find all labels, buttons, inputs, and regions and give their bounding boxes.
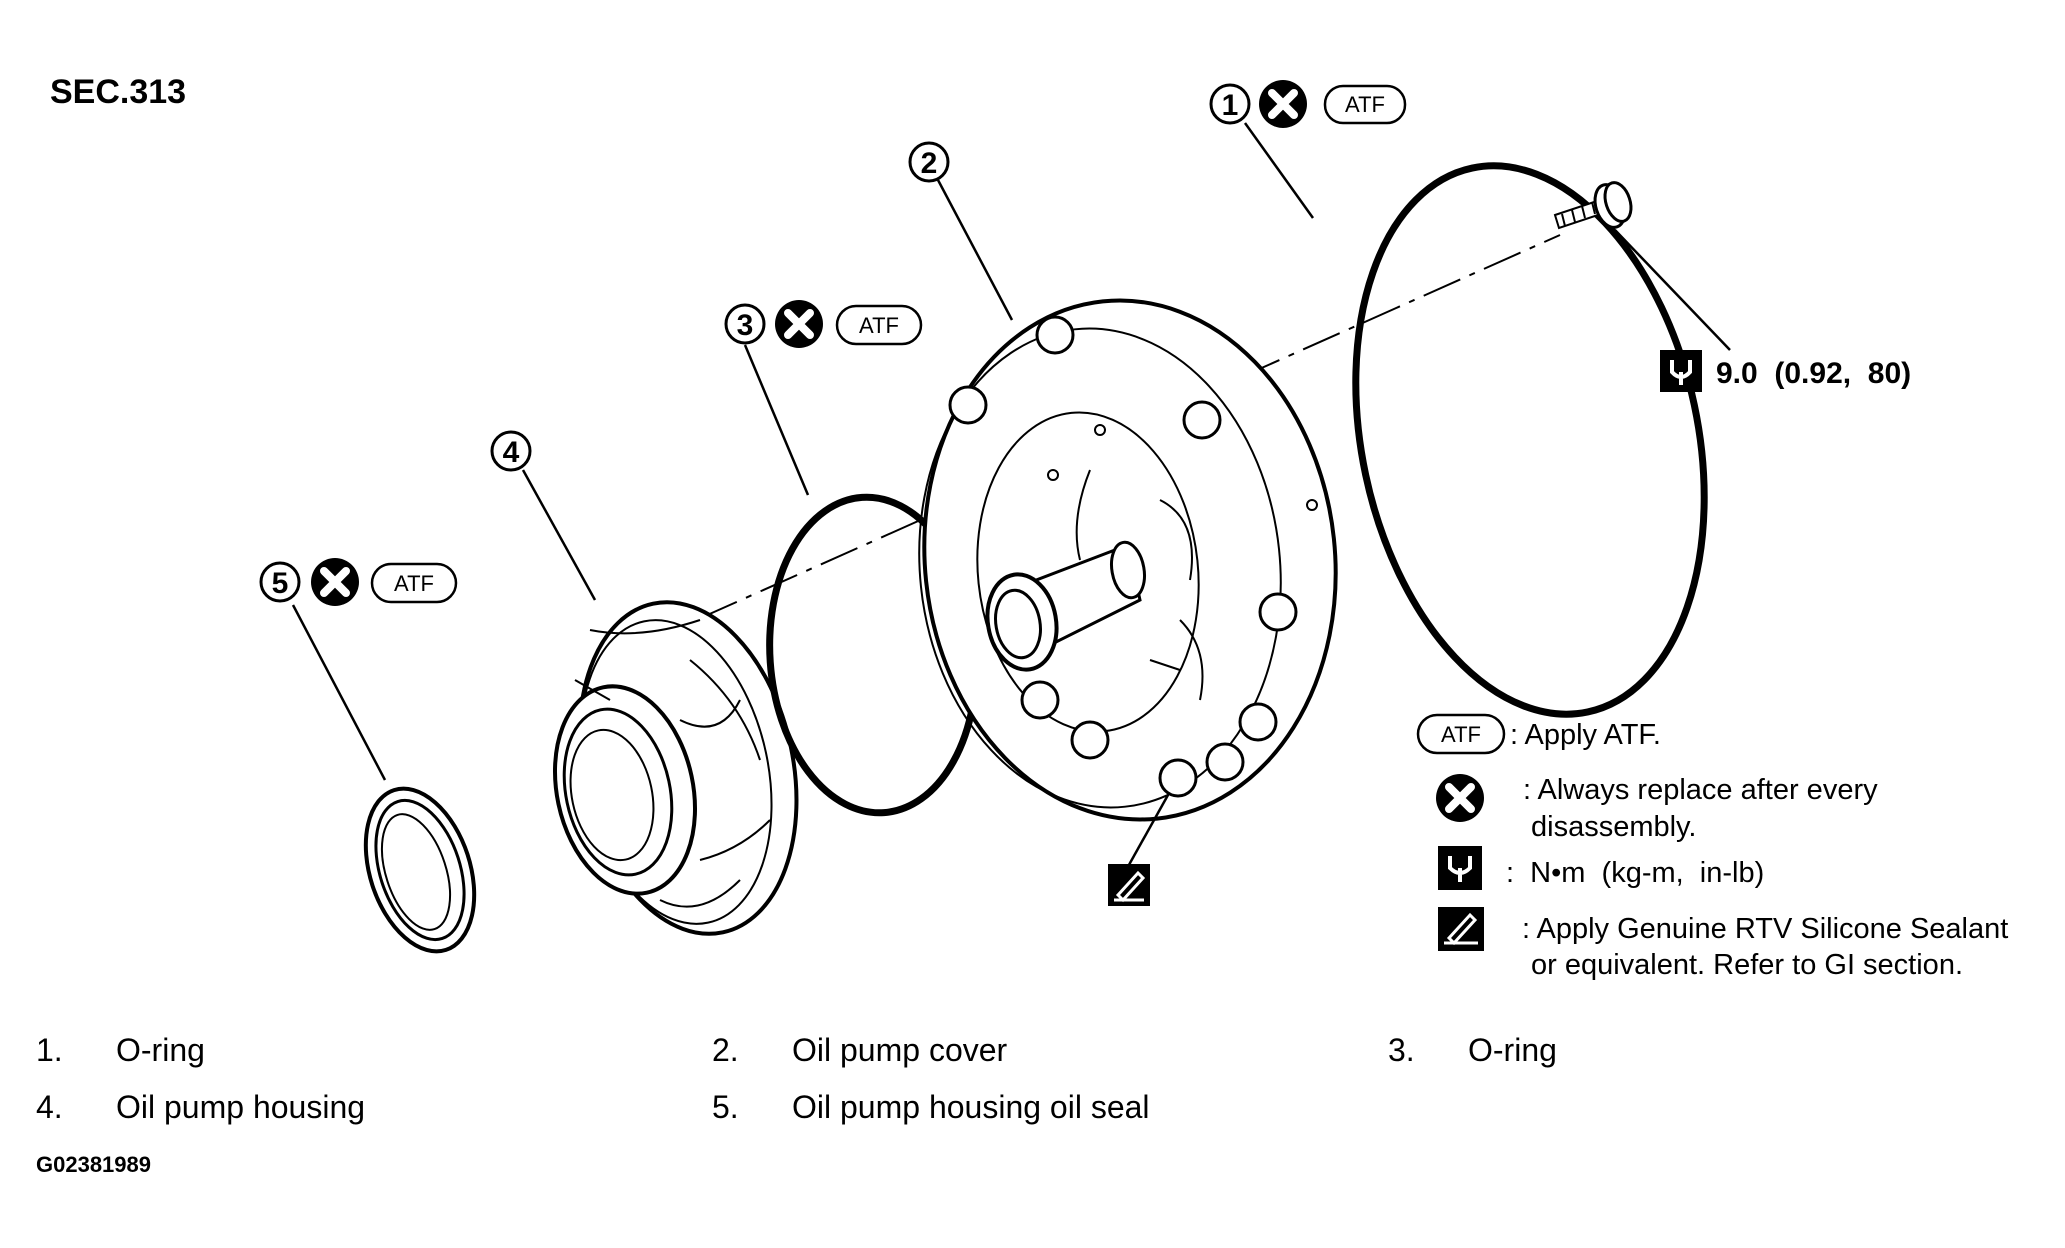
replace-icon (311, 558, 359, 606)
leader-line-5 (291, 604, 387, 781)
part-number: 5. (712, 1089, 739, 1125)
legend-sealant-text: : Apply Genuine RTV Silicone Sealant (1522, 913, 2008, 945)
atf-badge-5: ATF (394, 571, 434, 596)
section-label: SEC.313 (50, 73, 186, 111)
part-name: Oil pump housing (116, 1089, 366, 1125)
leader-line-2 (936, 179, 1014, 321)
torque-callout: 9.0 (0.92, 80) (1660, 350, 1911, 392)
leader-line-sealant (1123, 794, 1170, 873)
legend-replace-text-2: disassembly. (1531, 811, 1696, 843)
oil-seal-part (363, 786, 477, 954)
sealant-callout (1108, 864, 1150, 906)
callout-3: 3 ATF (724, 300, 923, 348)
callout-1: 1 ATF (1209, 80, 1407, 128)
figure-code: G02381989 (36, 1152, 151, 1177)
parts-list-item: 4. Oil pump housing (36, 1089, 365, 1126)
o-ring-large-part (1352, 162, 1708, 718)
part-number: 1. (36, 1032, 63, 1068)
leader-line-3 (743, 344, 810, 496)
legend-atf-badge: ATF (1441, 722, 1481, 747)
oil-pump-cover-part (918, 298, 1338, 822)
legend-atf-text: : Apply ATF. (1510, 719, 1661, 751)
parts-list-item: 5. Oil pump housing oil seal (712, 1089, 1150, 1126)
part-name: Oil pump cover (792, 1032, 1008, 1068)
atf-badge-1: ATF (1345, 92, 1385, 117)
part-number: 2. (712, 1032, 739, 1068)
replace-icon (775, 300, 823, 348)
legend-replace-text: : Always replace after every (1523, 774, 1878, 806)
assembly-axis (639, 234, 1561, 646)
callout-3-number: 3 (737, 309, 754, 342)
parts-list-item: 1. O-ring (36, 1032, 205, 1069)
legend-sealant-text-2: or equivalent. Refer to GI section. (1531, 949, 1963, 981)
parts-list-item: 3. O-ring (1388, 1032, 1557, 1069)
parts-list-item: 2. Oil pump cover (712, 1032, 1007, 1069)
torque-icon (1670, 360, 1692, 385)
legend: ATF : Apply ATF. : Always replace after … (1416, 713, 2008, 981)
callout-1-number: 1 (1222, 89, 1239, 122)
replace-icon (1259, 80, 1307, 128)
part-name: O-ring (1468, 1032, 1557, 1068)
legend-torque-text: : N•m (kg-m, in-lb) (1506, 857, 1764, 889)
part-name: Oil pump housing oil seal (792, 1089, 1150, 1125)
callout-5: 5 ATF (259, 558, 458, 606)
oil-pump-housing-part (552, 600, 799, 936)
callout-2-number: 2 (921, 147, 938, 180)
sealant-icon (1114, 870, 1146, 903)
callout-4: 4 (490, 430, 532, 472)
legend-replace-icon (1436, 774, 1484, 822)
leader-line-bolt (1614, 229, 1731, 351)
part-name: O-ring (116, 1032, 205, 1068)
legend-torque-icon (1448, 856, 1472, 882)
callout-5-number: 5 (272, 567, 289, 600)
legend-sealant-icon (1444, 912, 1478, 946)
atf-badge-3: ATF (859, 313, 899, 338)
leader-line-1 (1243, 122, 1315, 219)
bolt-part (1553, 181, 1633, 230)
part-number: 4. (36, 1089, 63, 1125)
torque-spec-value: 9.0 (0.92, 80) (1716, 357, 1911, 390)
callout-2: 2 (908, 141, 950, 183)
leader-line-4 (521, 469, 597, 601)
part-number: 3. (1388, 1032, 1415, 1068)
callout-4-number: 4 (503, 436, 520, 469)
